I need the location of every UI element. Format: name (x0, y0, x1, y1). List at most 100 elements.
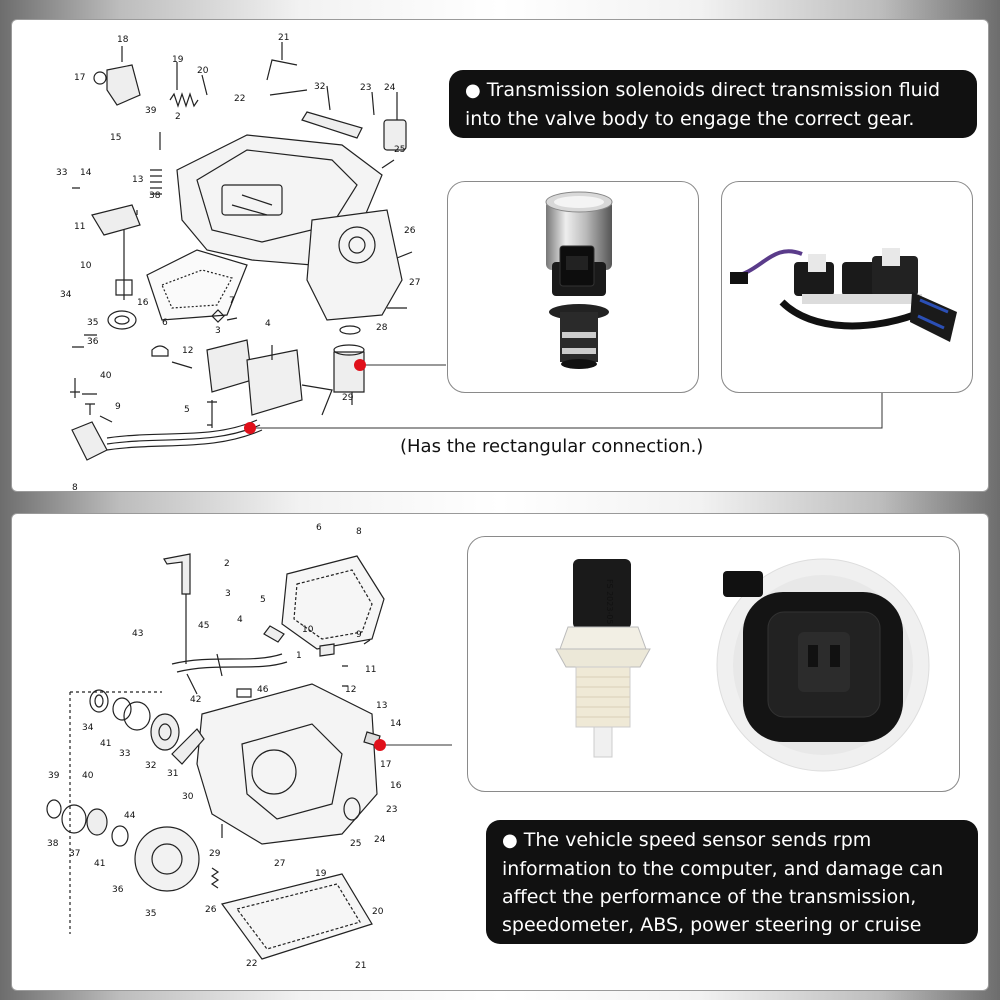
diagram-label: 12 (345, 685, 356, 695)
diagram-label: 33 (119, 749, 130, 759)
diagram-label: 20 (197, 66, 209, 76)
diagram-label: 22 (246, 959, 257, 969)
diagram-label: 27 (409, 278, 420, 288)
solenoid-callout: ●Transmission solenoids direct transmiss… (449, 70, 977, 138)
solenoid-photo-box (447, 181, 699, 393)
diagram-label: 11 (365, 665, 376, 675)
diagram-label: 17 (380, 760, 391, 770)
diagram-label: 19 (172, 55, 184, 65)
diagram-label: 6 (316, 523, 322, 533)
diagram-label: 25 (350, 839, 361, 849)
diagram-label: 8 (356, 527, 362, 537)
diagram-label: 41 (94, 859, 105, 869)
diagram-label: 24 (384, 83, 396, 93)
rectangular-connection-note: (Has the rectangular connection.) (400, 436, 704, 457)
diagram-label: 40 (82, 771, 94, 781)
diagram-label: 38 (47, 839, 59, 849)
diagram-label: 36 (87, 337, 99, 347)
diagram-label: 7 (229, 296, 235, 306)
diagram-label: 38 (149, 191, 161, 201)
bullet-icon: ● (465, 80, 481, 101)
speed-sensor-callout-text: The vehicle speed sensor sends rpm infor… (502, 829, 944, 964)
diagram-label: 20 (372, 907, 384, 917)
diagram-label: 42 (190, 695, 201, 705)
speed-sensor-panel: 6 8 2 3 5 4 10 9 45 43 1 11 12 46 42 13 … (11, 513, 989, 991)
sensor-marking: FS 2023-05 (605, 579, 614, 625)
diagram-label: 4 (265, 319, 271, 329)
diagram-label: 13 (132, 175, 143, 185)
harness-solenoid-photo-box (721, 181, 973, 393)
diagram-label: 14 (80, 168, 92, 178)
diagram-label: 43 (132, 629, 143, 639)
diagram-label: 12 (182, 346, 193, 356)
diagram-label: 37 (69, 849, 80, 859)
diagram-label: 41 (100, 739, 111, 749)
diagram-label: 29 (342, 393, 354, 403)
diagram-label: 11 (74, 222, 85, 232)
diagram-label: 35 (145, 909, 156, 919)
diagram-label: 23 (386, 805, 397, 815)
diagram-label: 34 (82, 723, 94, 733)
diagram-label: 10 (80, 261, 92, 271)
bullet-icon: ● (502, 830, 518, 851)
diagram-label: 27 (274, 859, 285, 869)
valve-body-exploded-diagram: 18 17 19 20 21 22 32 23 24 25 39 2 15 14… (56, 33, 420, 490)
diagram-label: 6 (162, 318, 168, 328)
solenoid-photo (545, 191, 613, 369)
diagram-label: 8 (72, 483, 78, 490)
diagram-label: 26 (205, 905, 217, 915)
diagram-label: 39 (145, 106, 157, 116)
diagram-label: 36 (112, 885, 124, 895)
diagram-label: 17 (74, 73, 85, 83)
diagram-label: 30 (182, 792, 194, 802)
diagram-label: 4 (237, 615, 243, 625)
solenoid-marker (354, 359, 366, 371)
diagram-label: 15 (110, 133, 121, 143)
diagram-label: 2 (175, 112, 181, 122)
diagram-label: 5 (184, 405, 190, 415)
diagram-label: 9 (356, 630, 362, 640)
diagram-label: 10 (302, 625, 314, 635)
speed-sensor-photo: FS 2023-05 (555, 558, 930, 772)
speed-sensor-photo-box: FS 2023-05 (467, 536, 960, 792)
diagram-label: 40 (100, 371, 112, 381)
diagram-label: 19 (315, 869, 327, 879)
speed-sensor-callout: ●The vehicle speed sensor sends rpm info… (486, 820, 978, 964)
diagram-label: 21 (355, 961, 366, 971)
diagram-label: 22 (234, 94, 245, 104)
diagram-label: 32 (314, 82, 325, 92)
diagram-label: 32 (145, 761, 156, 771)
diagram-label: 28 (376, 323, 388, 333)
diagram-label: 5 (260, 595, 266, 605)
diagram-label: 3 (225, 589, 231, 599)
diagram-label: 1 (296, 651, 302, 661)
diagram-label: 34 (60, 290, 72, 300)
diagram-label: 16 (390, 781, 402, 791)
diagram-label: 35 (87, 318, 98, 328)
diagram-label: 2 (224, 559, 230, 569)
diagram-label: 18 (117, 35, 129, 45)
diagram-label: 16 (137, 298, 149, 308)
transaxle-exploded-diagram: 6 8 2 3 5 4 10 9 45 43 1 11 12 46 42 13 … (46, 523, 452, 971)
diagram-label: 33 (56, 168, 67, 178)
diagram-label: 3 (215, 326, 221, 336)
diagram-label: 21 (278, 33, 289, 43)
solenoid-panel: 18 17 19 20 21 22 32 23 24 25 39 2 15 14… (11, 19, 989, 492)
solenoid-callout-text: Transmission solenoids direct transmissi… (465, 79, 941, 130)
diagram-label: 25 (394, 145, 405, 155)
harness-marker (244, 422, 256, 434)
diagram-label: 9 (115, 402, 121, 412)
harness-solenoid-photo (730, 248, 957, 342)
diagram-label: 24 (374, 835, 386, 845)
diagram-label: 46 (257, 685, 269, 695)
diagram-label: 13 (376, 701, 387, 711)
speed-sensor-marker (374, 739, 386, 751)
diagram-label: 14 (390, 719, 402, 729)
diagram-label: 44 (124, 811, 136, 821)
diagram-label: 23 (360, 83, 371, 93)
diagram-label: 31 (167, 769, 178, 779)
diagram-label: 26 (404, 226, 416, 236)
diagram-label: 29 (209, 849, 221, 859)
diagram-label: 45 (198, 621, 209, 631)
diagram-label: 39 (48, 771, 60, 781)
